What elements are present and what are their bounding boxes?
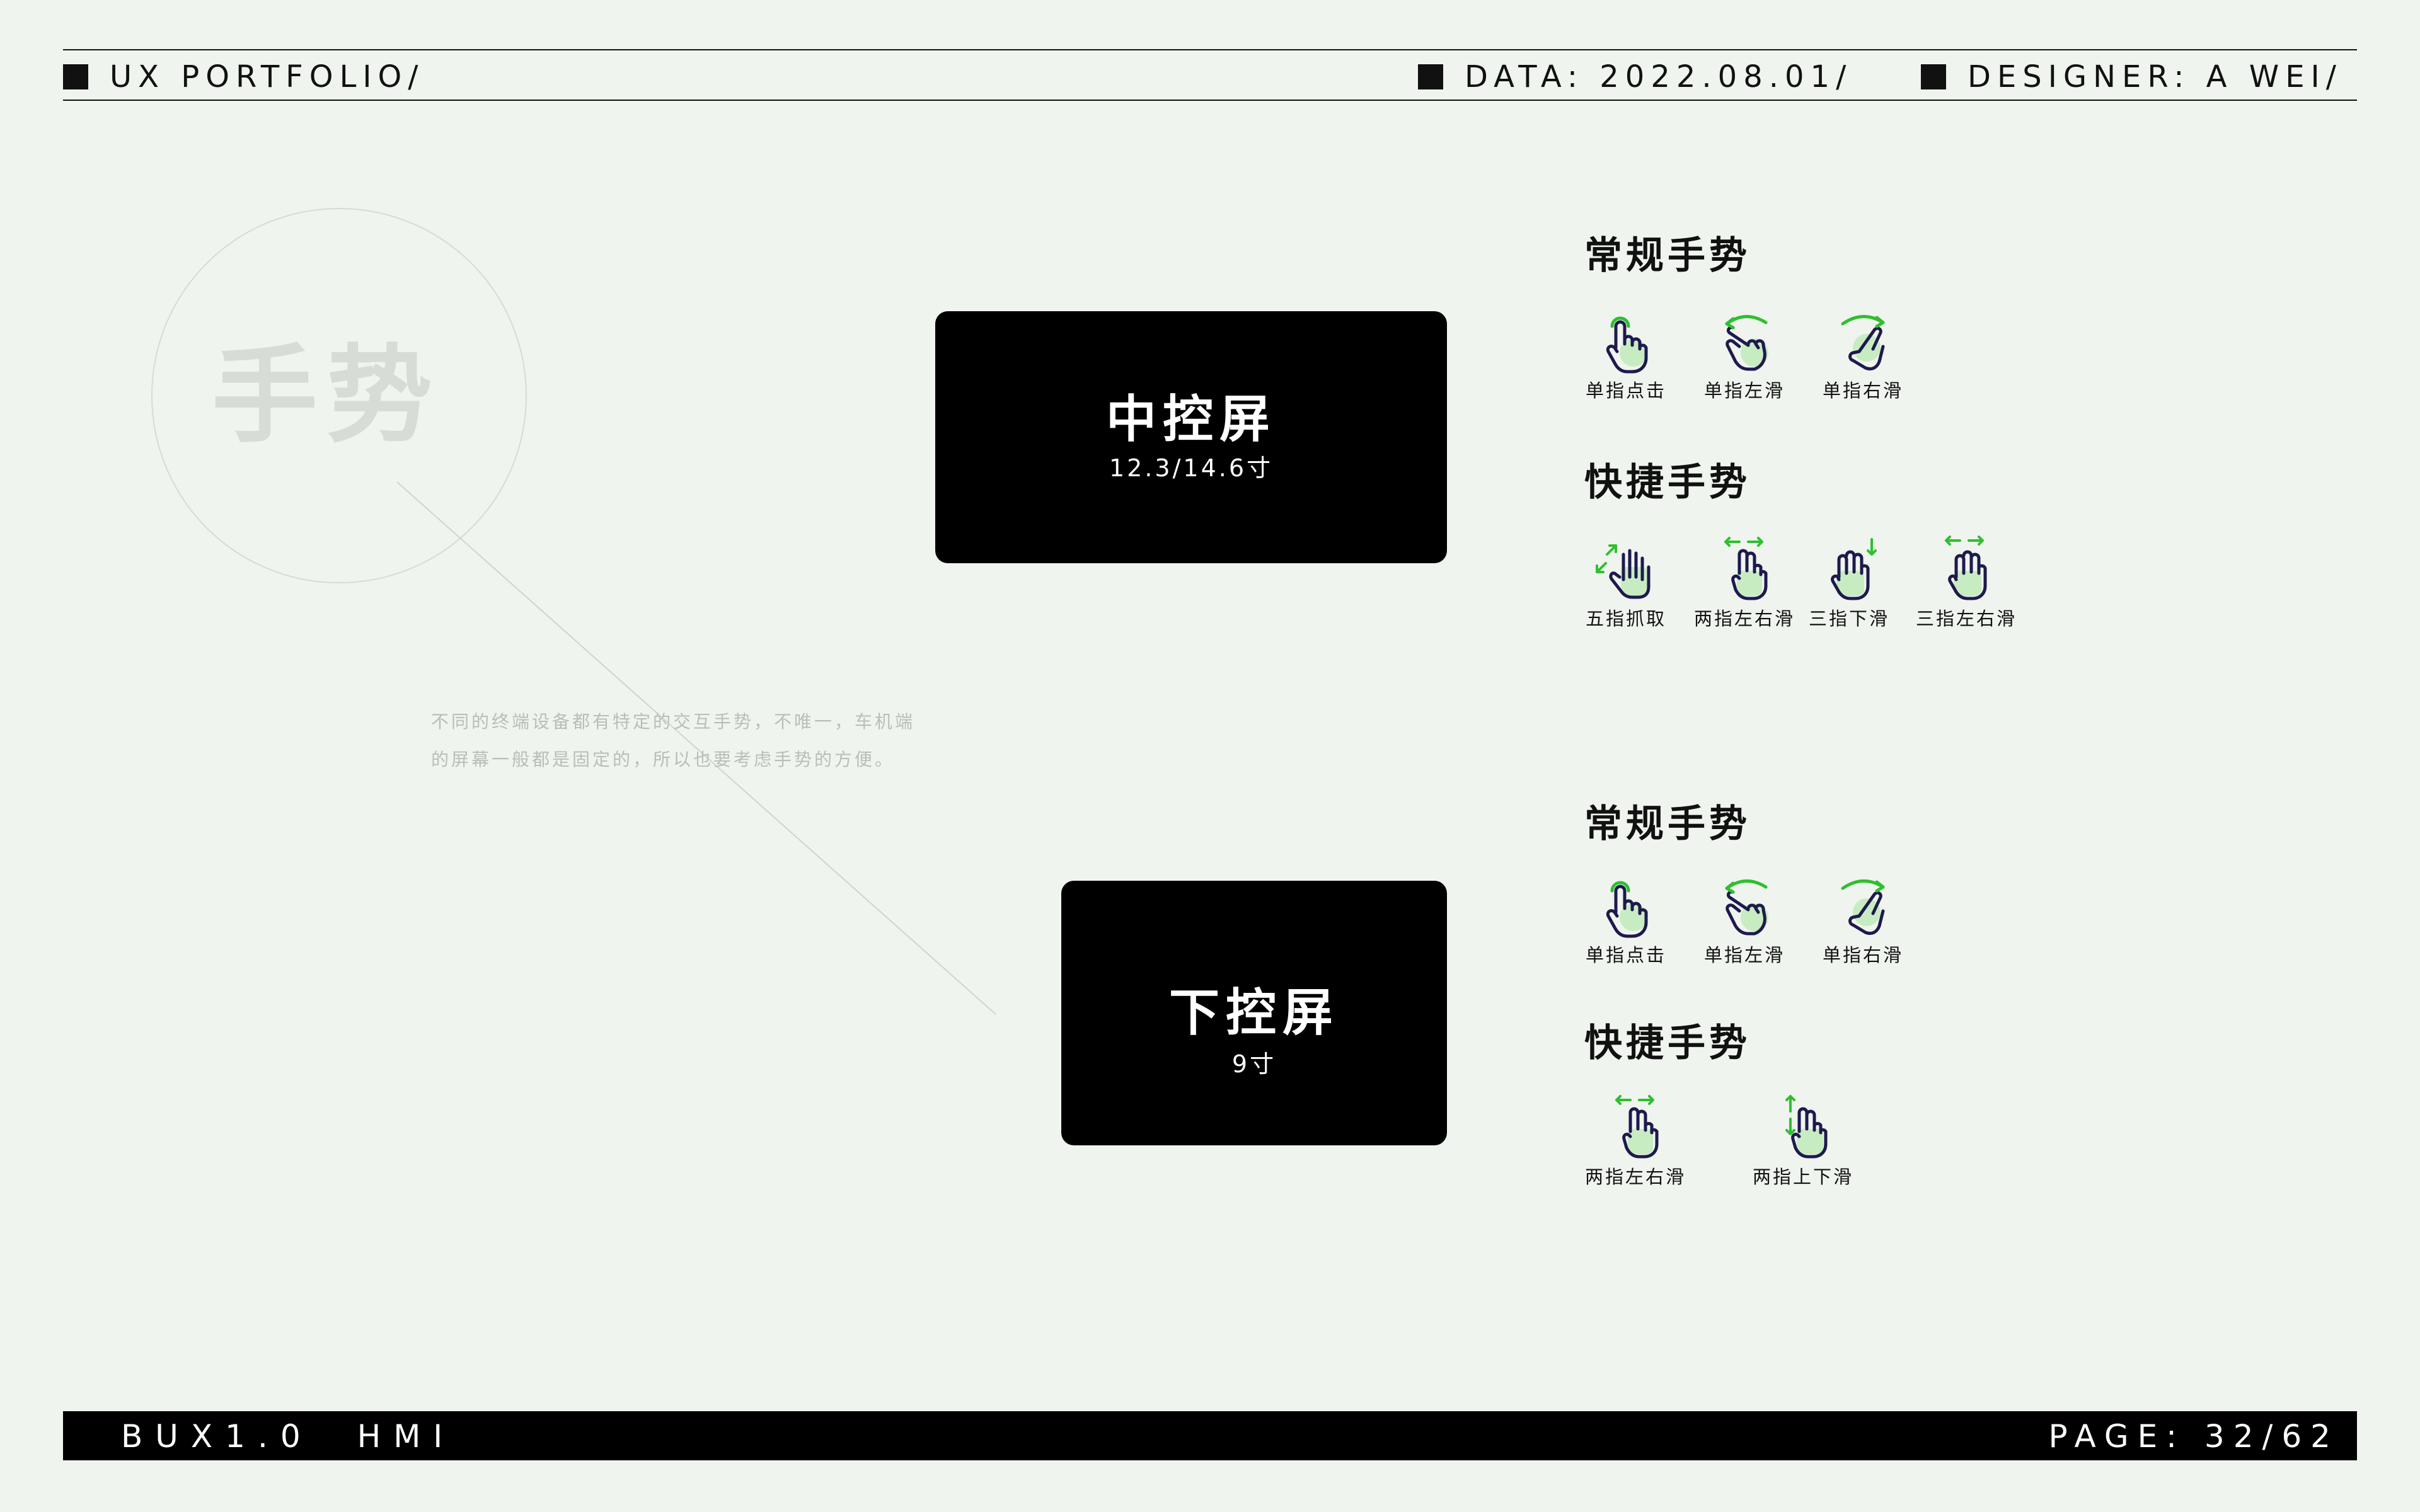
single-finger-swipe-left-icon [1725, 879, 1768, 936]
gesture-label: 两指左右滑 [1584, 1166, 1686, 1188]
gesture-label: 两指左右滑 [1693, 608, 1795, 629]
gesture-label: 单指右滑 [1822, 944, 1903, 966]
header-designer: DESIGNER: A WEI/ [1921, 58, 2342, 96]
gesture-label: 五指抓取 [1585, 608, 1666, 629]
single-finger-swipe-right-icon [1841, 879, 1885, 936]
three-finger-swipe-horizontal-icon [1945, 536, 1987, 600]
single-finger-swipe-right-icon [1841, 315, 1885, 371]
section-title-shortcut-gestures: 快捷手势 [1584, 461, 1751, 505]
two-finger-swipe-horizontal-icon [1724, 537, 1768, 600]
gesture-label: 三指下滑 [1808, 608, 1889, 629]
header-bottom-rule [63, 100, 2357, 101]
gesture-label: 单指右滑 [1822, 380, 1903, 401]
gesture-label: 单指左滑 [1703, 944, 1785, 966]
square-bullet-icon [1418, 64, 1443, 89]
gesture-item: 三指左右滑 [1913, 536, 2020, 630]
gesture-item: 三指下滑 [1795, 536, 1903, 630]
gesture-item: 单指右滑 [1809, 307, 1916, 402]
gesture-item: 单指右滑 [1809, 872, 1916, 966]
gesture-label: 单指点击 [1585, 380, 1666, 401]
gesture-label: 单指点击 [1585, 944, 1666, 966]
gesture-item: 单指点击 [1572, 307, 1680, 402]
gesture-item: 单指左滑 [1691, 872, 1798, 966]
decorative-circle [151, 208, 527, 583]
gesture-item: 两指左右滑 [1582, 1094, 1689, 1188]
square-bullet-icon [63, 64, 88, 89]
description-text: 不同的终端设备都有特定的交互手势，不唯一，车机端的屏幕一般都是固定的，所以也要考… [431, 711, 916, 770]
single-finger-swipe-left-icon [1725, 315, 1768, 371]
header-date: DATA: 2022.08.01/ [1418, 58, 1852, 96]
screen-title: 下控屏 [1169, 983, 1339, 1042]
gesture-item: 两指左右滑 [1691, 536, 1798, 630]
gesture-item: 单指点击 [1572, 872, 1680, 966]
footer-page-number: PAGE: 32/62 [2048, 1418, 2339, 1455]
screen-title: 中控屏 [1106, 390, 1276, 449]
screen-size: 9寸 [1231, 1050, 1277, 1078]
square-bullet-icon [1921, 64, 1946, 89]
gesture-label: 两指上下滑 [1752, 1166, 1853, 1188]
five-finger-grab-icon [1596, 544, 1651, 599]
screen-card-lower-console: 下控屏 9寸 [1061, 881, 1447, 1145]
three-finger-swipe-down-icon [1831, 538, 1877, 600]
two-finger-swipe-vertical-icon [1785, 1095, 1828, 1159]
single-finger-tap-icon [1606, 316, 1648, 374]
gesture-label: 单指左滑 [1703, 380, 1785, 401]
two-finger-swipe-horizontal-icon [1615, 1095, 1659, 1159]
single-finger-tap-icon [1606, 881, 1648, 938]
screen-card-center-console: 中控屏 12.3/14.6寸 [935, 311, 1447, 563]
header-top-rule [63, 49, 2357, 50]
section-title-regular-gestures: 常规手势 [1584, 234, 1751, 278]
gesture-label: 三指左右滑 [1915, 608, 2017, 629]
screen-size: 12.3/14.6寸 [1109, 454, 1274, 482]
footer-project: BUX1.0 HMI [121, 1418, 456, 1455]
header-portfolio: UX PORTFOLIO/ [63, 58, 424, 96]
section-title-shortcut-gestures: 快捷手势 [1584, 1021, 1751, 1065]
gesture-item: 五指抓取 [1572, 536, 1680, 630]
gesture-item: 两指上下滑 [1749, 1094, 1857, 1188]
section-title-regular-gestures: 常规手势 [1584, 802, 1751, 846]
section-watermark-title: 手势 [212, 334, 441, 457]
gesture-item: 单指左滑 [1691, 307, 1798, 402]
footer-bar: BUX1.0 HMI PAGE: 32/62 [63, 1411, 2357, 1460]
